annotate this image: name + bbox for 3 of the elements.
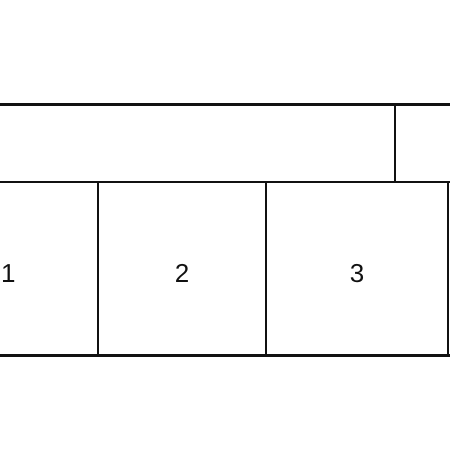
table-cell: 2 (99, 183, 267, 354)
table-cell: 3 (267, 183, 449, 354)
table-cell: 1 (0, 183, 99, 354)
